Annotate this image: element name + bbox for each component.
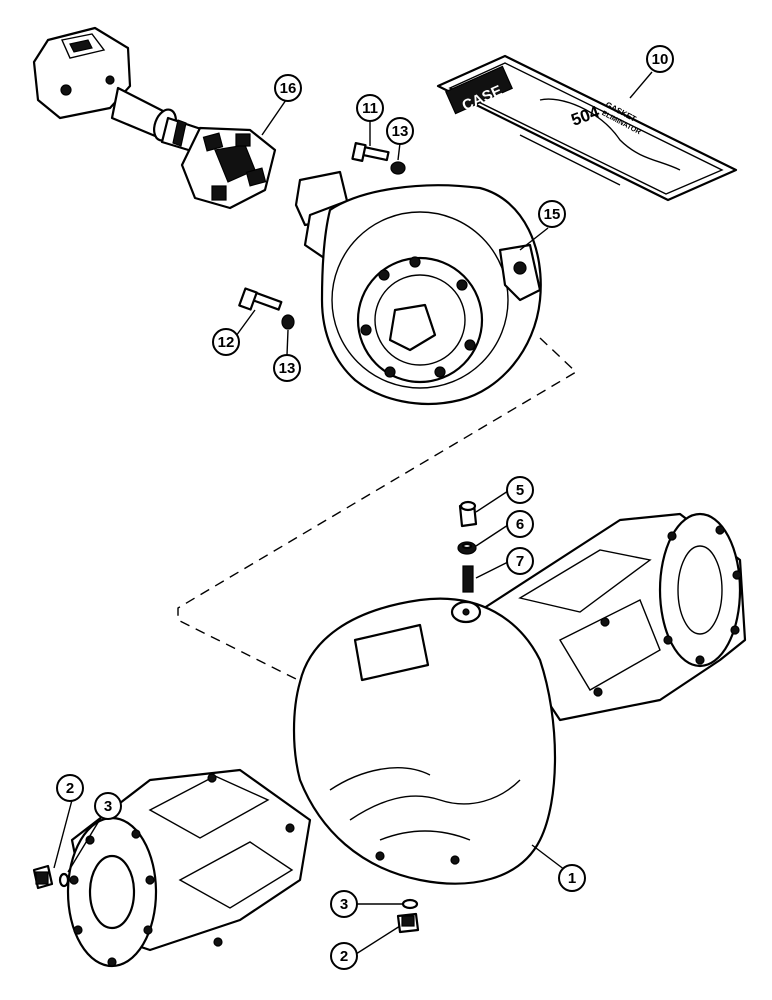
o-ring-lower <box>401 898 419 910</box>
differential-carrier <box>294 170 542 406</box>
svg-text:3: 3 <box>340 896 348 913</box>
svg-text:11: 11 <box>362 100 378 117</box>
callout-1: 1 <box>558 864 586 892</box>
svg-text:3: 3 <box>104 798 112 815</box>
bolt-11 <box>351 142 390 162</box>
svg-text:13: 13 <box>279 360 296 377</box>
breather-fitting <box>458 500 478 528</box>
callout-13-upper: 13 <box>386 117 414 145</box>
gasket-eliminator-kit: CASE 504 GASKET ELIMINATOR <box>436 54 738 202</box>
callout-16: 16 <box>274 74 302 102</box>
callout-3-lower: 3 <box>330 890 358 918</box>
svg-text:10: 10 <box>652 51 669 68</box>
callout-2-lower: 2 <box>330 942 358 970</box>
svg-text:5: 5 <box>516 482 524 499</box>
assembly-path <box>177 337 578 683</box>
drain-plug-lower <box>396 912 420 934</box>
leader-lines <box>53 71 653 955</box>
svg-text:7: 7 <box>516 553 524 570</box>
svg-text:1: 1 <box>568 870 576 887</box>
svg-text:6: 6 <box>516 516 524 533</box>
svg-text:2: 2 <box>340 948 348 965</box>
callout-2-left: 2 <box>56 774 84 802</box>
callout-12: 12 <box>212 328 240 356</box>
svg-text:12: 12 <box>218 334 235 351</box>
bolt-12 <box>238 287 283 311</box>
svg-text:13: 13 <box>392 123 409 140</box>
callout-13-lower: 13 <box>273 354 301 382</box>
svg-text:15: 15 <box>544 206 561 223</box>
callout-6: 6 <box>506 510 534 538</box>
o-ring-left <box>58 872 70 888</box>
washer-13-upper <box>390 161 406 175</box>
svg-text:16: 16 <box>280 80 297 97</box>
callout-15: 15 <box>538 200 566 228</box>
svg-text:2: 2 <box>66 780 74 797</box>
callout-5: 5 <box>506 476 534 504</box>
drive-shaft <box>32 26 277 210</box>
axle-housing <box>66 512 747 968</box>
breather-stud <box>462 565 474 593</box>
callout-10: 10 <box>646 45 674 73</box>
drain-plug-left <box>32 864 54 890</box>
breather-washer <box>457 541 477 555</box>
callout-7: 7 <box>506 547 534 575</box>
callout-3-left: 3 <box>94 792 122 820</box>
washer-13-lower <box>281 314 295 330</box>
callout-11: 11 <box>356 94 384 122</box>
